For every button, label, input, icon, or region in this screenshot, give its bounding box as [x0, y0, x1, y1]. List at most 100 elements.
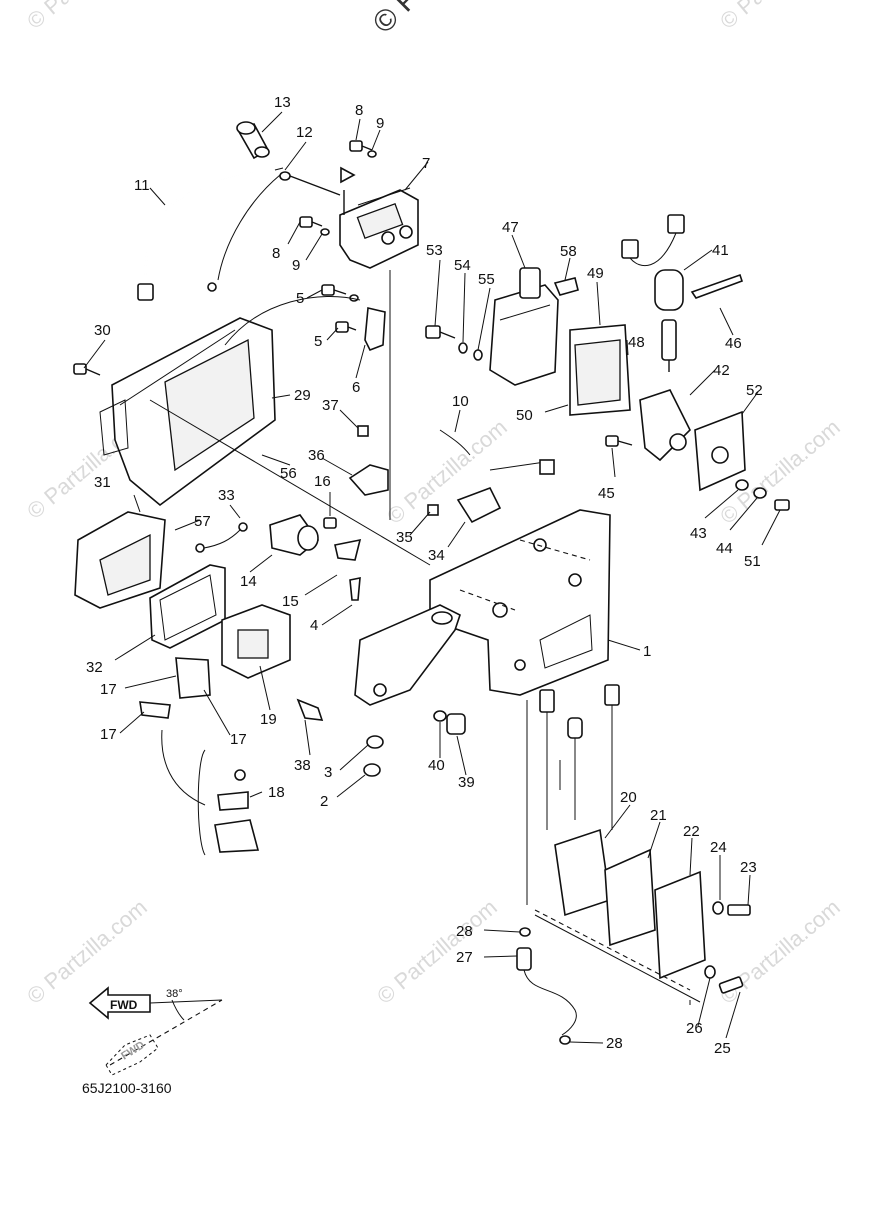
callout-39[interactable]: 39	[458, 774, 475, 791]
callout-50[interactable]: 50	[516, 407, 533, 424]
callout-labels: 1 2 3 4 5 5 6 7 8 8 9 9 10 11 12 13 14 1…	[86, 94, 763, 1057]
part-48-50	[569, 324, 631, 416]
part-17-couplers	[139, 657, 211, 719]
callout-20[interactable]: 20	[620, 789, 637, 806]
callout-37[interactable]: 37	[322, 397, 339, 414]
callout-53[interactable]: 53	[426, 242, 443, 259]
callout-46[interactable]: 46	[725, 335, 742, 352]
callout-17a[interactable]: 17	[100, 681, 117, 698]
callout-36[interactable]: 36	[308, 447, 325, 464]
watermark-2: © Partzilla.com	[715, 0, 845, 34]
callout-17c[interactable]: 17	[230, 731, 247, 748]
assembly-lines	[149, 270, 701, 1005]
callout-8b[interactable]: 8	[272, 245, 280, 262]
callout-16[interactable]: 16	[314, 473, 331, 490]
part-11-cable	[137, 167, 284, 301]
callout-24[interactable]: 24	[710, 839, 727, 856]
part-47-coil	[489, 267, 559, 386]
part-30-screw	[73, 363, 101, 376]
callout-41[interactable]: 41	[712, 242, 729, 259]
callout-18[interactable]: 18	[268, 784, 285, 801]
callout-57[interactable]: 57	[194, 513, 211, 530]
callout-22[interactable]: 22	[683, 823, 700, 840]
watermark-1: © Partzilla.com	[22, 0, 152, 34]
callout-32[interactable]: 32	[86, 659, 103, 676]
callout-4[interactable]: 4	[310, 617, 318, 634]
callout-14[interactable]: 14	[240, 573, 257, 590]
callout-45[interactable]: 45	[598, 485, 615, 502]
callout-48[interactable]: 48	[628, 334, 645, 351]
part-12-rod	[207, 171, 341, 292]
callout-30[interactable]: 30	[94, 322, 111, 339]
part-18-clips	[161, 729, 260, 856]
watermark-7: © Partzilla.com	[372, 894, 502, 1008]
part-36-37	[348, 425, 389, 496]
callout-56[interactable]: 56	[280, 465, 297, 482]
part-7-bracket	[339, 166, 419, 269]
callout-15[interactable]: 15	[282, 593, 299, 610]
part-27-28	[516, 927, 577, 1045]
callout-8a[interactable]: 8	[355, 102, 363, 119]
part-58-label	[553, 277, 579, 296]
callout-9b[interactable]: 9	[292, 257, 300, 274]
callout-1[interactable]: 1	[643, 643, 651, 660]
part-39-40	[433, 710, 466, 735]
callout-17b[interactable]: 17	[100, 726, 117, 743]
callout-58[interactable]: 58	[560, 243, 577, 260]
callout-6[interactable]: 6	[352, 379, 360, 396]
callout-28a[interactable]: 28	[456, 923, 473, 940]
callout-55[interactable]: 55	[478, 271, 495, 288]
callout-3[interactable]: 3	[324, 764, 332, 781]
callout-27[interactable]: 27	[456, 949, 473, 966]
callout-31[interactable]: 31	[94, 474, 111, 491]
fwd-label: FWD	[110, 998, 138, 1012]
part-52-plate	[694, 410, 790, 511]
part-46-tie	[690, 273, 744, 299]
part-1-bracket	[429, 509, 611, 696]
callout-5a[interactable]: 5	[296, 290, 304, 307]
callout-49[interactable]: 49	[587, 265, 604, 282]
callout-28b[interactable]: 28	[606, 1035, 623, 1052]
callout-40[interactable]: 40	[428, 757, 445, 774]
callout-52[interactable]: 52	[746, 382, 763, 399]
callout-51[interactable]: 51	[744, 553, 761, 570]
callout-38[interactable]: 38	[294, 757, 311, 774]
callout-33[interactable]: 33	[218, 487, 235, 504]
callout-42[interactable]: 42	[713, 362, 730, 379]
part-2-3-bolts	[363, 735, 384, 777]
callout-10[interactable]: 10	[452, 393, 469, 410]
part-31-cover	[74, 511, 166, 609]
callout-13[interactable]: 13	[274, 94, 291, 111]
fwd-indicator: FWD 38° FWD	[88, 986, 223, 1076]
part-shift-slider	[354, 604, 461, 706]
callout-5b[interactable]: 5	[314, 333, 322, 350]
part-small-fasteners	[195, 517, 362, 601]
part-5-6-link	[321, 284, 386, 352]
callout-54[interactable]: 54	[454, 257, 471, 274]
part-42-fitting	[639, 389, 691, 462]
callout-26[interactable]: 26	[686, 1020, 703, 1037]
part-53-55	[425, 325, 483, 361]
callout-21[interactable]: 21	[650, 807, 667, 824]
callout-34[interactable]: 34	[428, 547, 445, 564]
watermark-6: © Partzilla.com	[22, 894, 152, 1008]
callout-7[interactable]: 7	[422, 155, 430, 172]
callout-2[interactable]: 2	[320, 793, 328, 810]
callout-29[interactable]: 29	[294, 387, 311, 404]
callout-12[interactable]: 12	[296, 124, 313, 141]
callout-44[interactable]: 44	[716, 540, 733, 557]
part-38-sender	[296, 698, 324, 721]
part-41-plug	[621, 214, 685, 372]
callout-25[interactable]: 25	[714, 1040, 731, 1057]
part-23-26	[704, 901, 751, 994]
callout-47[interactable]: 47	[502, 219, 519, 236]
callout-23[interactable]: 23	[740, 859, 757, 876]
fwd-ghost-label: FWD	[119, 1039, 147, 1062]
callout-11[interactable]: 11	[134, 177, 150, 194]
callout-9a[interactable]: 9	[376, 115, 384, 132]
part-8-9-screws	[299, 140, 377, 236]
callout-43[interactable]: 43	[690, 525, 707, 542]
callout-35[interactable]: 35	[396, 529, 413, 546]
callout-19[interactable]: 19	[260, 711, 277, 728]
